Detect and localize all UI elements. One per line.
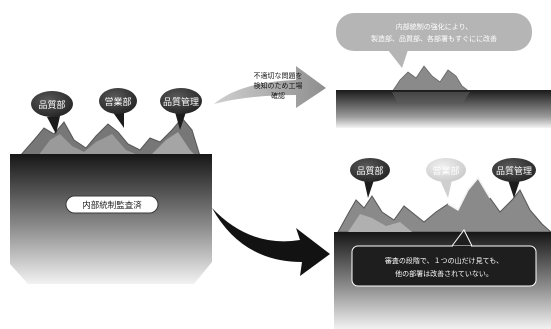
- top-arrow: 不適切な問題を 検知のため工場 確認: [214, 66, 326, 108]
- callout-text: 内部統制の強化により、: [396, 22, 473, 31]
- top-right-callout: 内部統制の強化により、 製造部、品質部、各部署もすぐにに改善: [336, 13, 532, 68]
- left-bubble-3: 品質管理: [160, 88, 202, 130]
- callout-text: 審査の段階で、１つの山だけ見ても、: [385, 256, 503, 265]
- left-bubble-1: 品質部: [31, 91, 73, 134]
- bottom-arrow: [212, 208, 330, 276]
- top-right-panel: 内部統制の強化により、 製造部、品質部、各部署もすぐにに改善: [336, 13, 551, 128]
- bubble-label: 品質管理: [163, 96, 199, 108]
- bubble-label: 営業部: [432, 165, 459, 177]
- left-center-label: 内部統制監査済: [65, 195, 159, 214]
- top-arrow-text: 不適切な問題を: [254, 71, 303, 80]
- left-panel: 品質部 営業部 品質管理 内部統制監査済: [10, 88, 212, 284]
- bottom-right-bubble-1: 品質部: [350, 158, 390, 198]
- callout-text: 製造部、品質部、各部署もすぐにに改善: [371, 34, 497, 43]
- left-mountains: [18, 117, 201, 157]
- bubble-label: 営業部: [104, 96, 131, 108]
- top-arrow-text: 確認: [271, 91, 285, 100]
- top-arrow-text: 検知のため工場: [254, 81, 303, 90]
- top-right-block: [336, 90, 551, 128]
- left-bubble-2: 営業部: [99, 88, 137, 128]
- bubble-label: 品質部: [356, 165, 383, 177]
- bottom-right-mountains: [337, 176, 551, 233]
- bottom-right-bubble-2: 営業部: [426, 158, 466, 198]
- bottom-right-bubble-3: 品質管理: [492, 158, 536, 198]
- left-block: [10, 154, 212, 284]
- center-label-text: 内部統制監査済: [82, 200, 142, 211]
- bottom-right-callout: 審査の段階で、１つの山だけ見ても、 他の部署は改善されていない。: [351, 229, 537, 287]
- bubble-label: 品質部: [38, 99, 65, 111]
- bottom-right-panel: 品質部 営業部 品質管理 審査の段階で、１つの山だけ見ても、 他の部署は改善され…: [334, 158, 551, 329]
- bubble-label: 品質管理: [496, 165, 532, 177]
- callout-text: 他の部署は改善されていない。: [395, 269, 493, 278]
